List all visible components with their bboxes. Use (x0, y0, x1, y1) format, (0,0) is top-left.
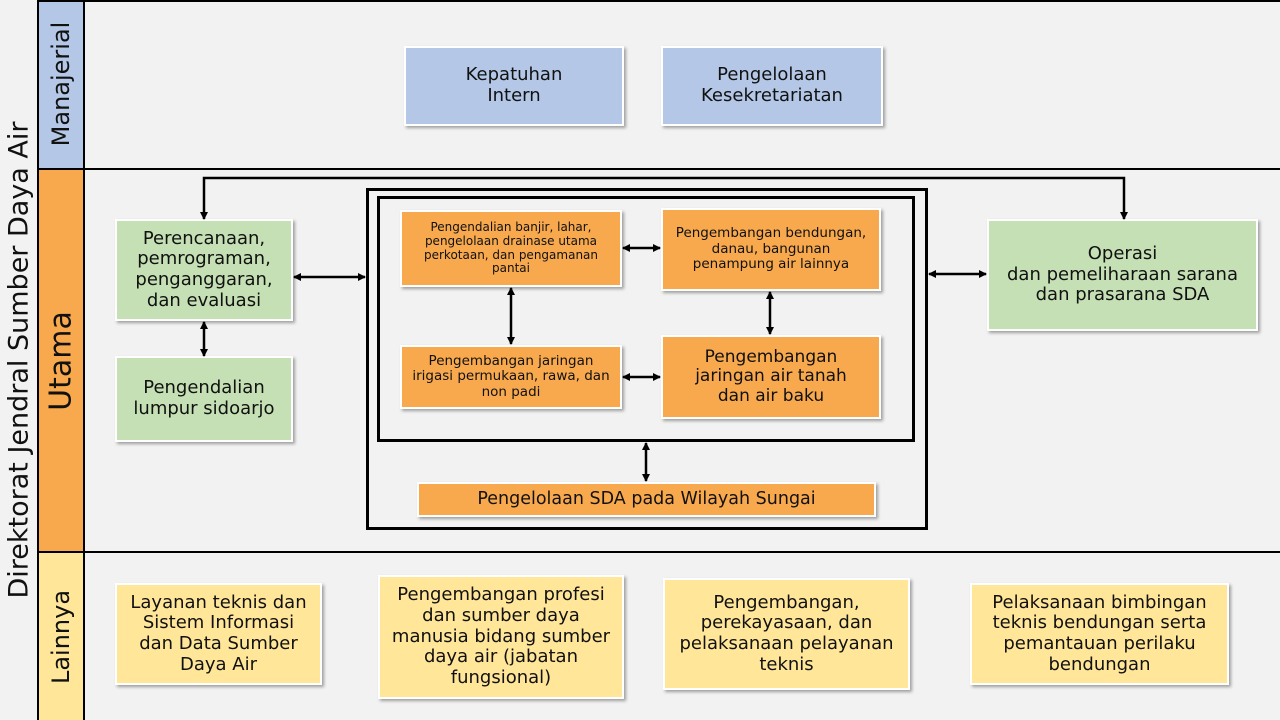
box-pengembangan-air-tanah: Pengembangan jaringan air tanah dan air … (661, 335, 881, 419)
box-pengembangan-bendungan: Pengembangan bendungan, danau, bangunan … (661, 208, 881, 291)
title-column: Direktorat Jendral Sumber Daya Air (0, 0, 38, 720)
outer-frame (366, 188, 928, 530)
section-label-lainnya: Lainnya (39, 553, 84, 720)
box-perekayasaan: Pengembangan, perekayasaan, dan pelaksan… (663, 578, 910, 690)
title-column-divider (37, 0, 39, 720)
label-column-divider (83, 0, 85, 720)
section-label-manajerial: Manajerial (39, 0, 84, 169)
box-bimbingan-bendungan: Pelaksanaan bimbingan teknis bendungan s… (970, 583, 1229, 685)
box-operasi-pemeliharaan: Operasi dan pemeliharaan sarana dan pras… (987, 219, 1258, 331)
box-pengendalian-lumpur: Pengendalian lumpur sidoarjo (115, 356, 293, 442)
box-pengembangan-irigasi: Pengembangan jaringan irigasi permukaan,… (400, 345, 622, 409)
section-label-utama: Utama (39, 170, 84, 552)
box-wilayah-sungai: Pengelolaan SDA pada Wilayah Sungai (417, 482, 876, 517)
box-pengembangan-profesi: Pengembangan profesi dan sumber daya man… (378, 575, 624, 699)
section-divider-2 (37, 551, 1280, 553)
box-perencanaan: Perencanaan, pemrograman, penganggaran, … (115, 219, 293, 321)
section-divider-1 (37, 168, 1280, 170)
box-layanan-teknis: Layanan teknis dan Sistem Informasi dan … (115, 583, 322, 685)
box-pengelolaan-kesekretariatan: Pengelolaan Kesekretariatan (661, 46, 883, 126)
top-loop-connector (200, 176, 1128, 220)
box-pengendalian-banjir: Pengendalian banjir, lahar, pengelolaan … (400, 210, 622, 287)
top-border (37, 0, 1280, 2)
box-kepatuhan-intern: Kepatuhan Intern (404, 46, 624, 126)
inner-frame (377, 196, 915, 442)
